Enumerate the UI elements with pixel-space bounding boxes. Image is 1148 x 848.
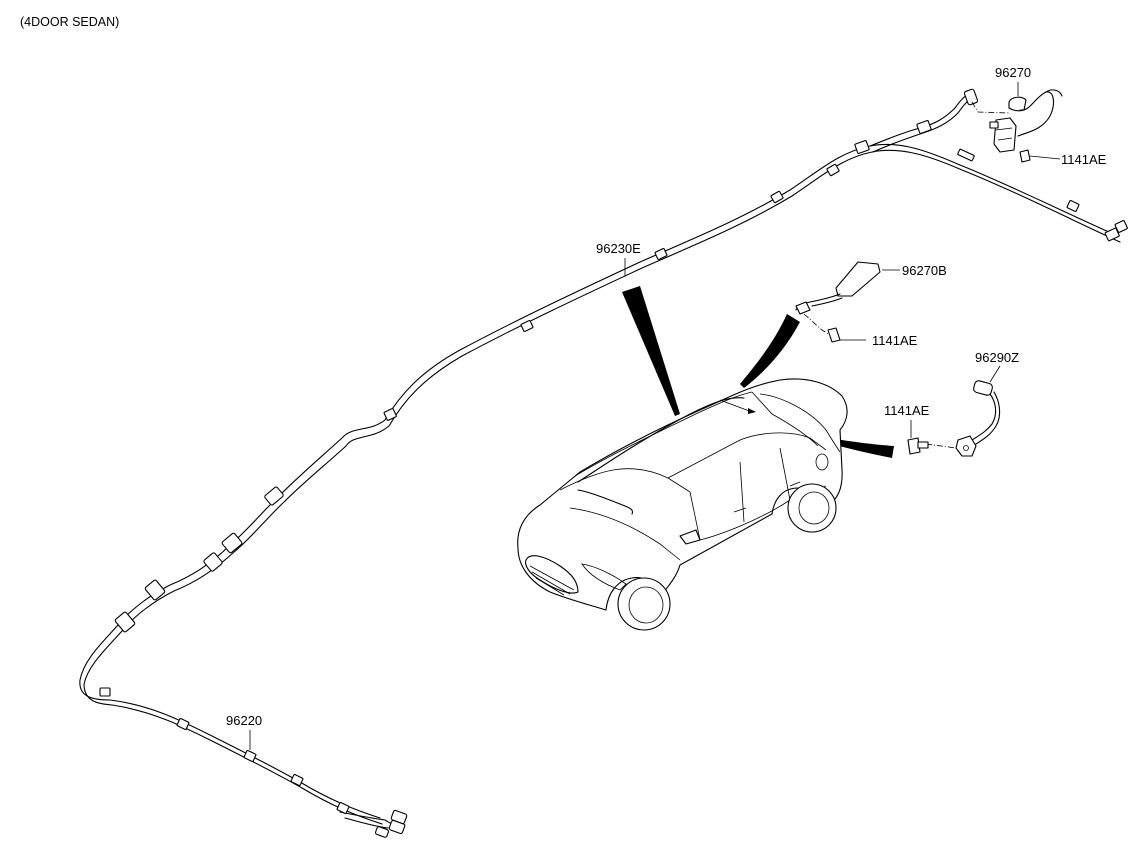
label-96220: 96220	[226, 713, 262, 728]
car-sedan-illustration	[517, 378, 848, 631]
label-96270b: 96270B	[902, 263, 947, 278]
callout-wedge-mid-antenna	[740, 314, 800, 388]
mid-antenna-96270b	[795, 261, 900, 343]
callout-wedge-harness	[622, 286, 680, 416]
label-96270: 96270	[995, 65, 1031, 80]
label-96230e: 96230E	[596, 241, 641, 256]
antenna-extension-cable	[925, 365, 1001, 457]
rear-antenna-module	[971, 89, 1063, 163]
diagram-caption: (4DOOR SEDAN)	[20, 15, 119, 29]
label-1141ae-right: 1141AE	[884, 403, 930, 418]
screw-right	[907, 420, 929, 455]
label-96290z: 96290Z	[975, 350, 1019, 365]
roof-antenna-harness	[79, 88, 1128, 838]
label-1141ae-mid: 1141AE	[872, 333, 918, 348]
label-1141ae-top: 1141AE	[1061, 152, 1107, 167]
